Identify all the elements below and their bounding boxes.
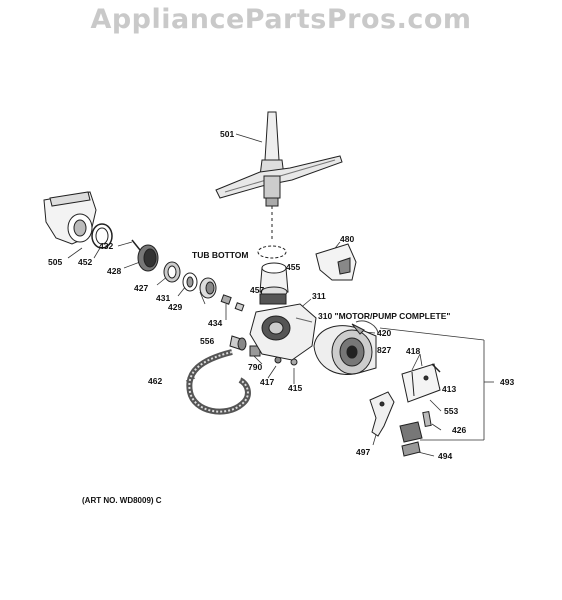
label-493: 493	[500, 377, 515, 387]
label-452: 452	[78, 257, 93, 267]
label-311: 311	[312, 291, 326, 301]
impeller-428	[131, 239, 159, 272]
label-417: 417	[260, 377, 275, 387]
clip-420	[351, 323, 365, 335]
label-310: 310 "MOTOR/PUMP COMPLETE"	[318, 311, 451, 321]
label-497: 497	[356, 447, 371, 457]
bracket-480	[315, 243, 357, 281]
label-432: 432	[99, 241, 114, 251]
bracket-418	[401, 363, 441, 403]
spray-arm-501	[215, 111, 343, 240]
switch-494	[399, 421, 423, 457]
label-427: 427	[134, 283, 149, 293]
label-429: 429	[168, 302, 183, 312]
bracket-497	[369, 391, 395, 437]
art-number-caption: (ART NO. WD8009) C	[82, 496, 162, 505]
motor-310	[313, 320, 379, 375]
label-501: 501	[220, 129, 235, 139]
pump-tower	[257, 245, 289, 305]
label-415: 415	[288, 383, 303, 393]
label-480: 480	[340, 234, 355, 244]
label-431: 431	[156, 293, 171, 303]
label-428: 428	[107, 266, 122, 276]
label-462: 462	[148, 376, 163, 386]
sump-housing-505	[43, 191, 97, 245]
watermark: AppliancePartsPros.com	[90, 4, 472, 35]
label-418: 418	[406, 346, 421, 356]
hose-462	[186, 349, 251, 415]
label-tub-bottom: TUB BOTTOM	[192, 250, 249, 260]
seal-rings	[163, 261, 217, 299]
label-457: 457	[250, 285, 265, 295]
label-455: 455	[286, 262, 301, 272]
label-494: 494	[438, 451, 453, 461]
pump-housing-311	[249, 303, 317, 361]
bolt-556	[229, 335, 247, 351]
label-426: 426	[452, 425, 467, 435]
label-505: 505	[48, 257, 63, 267]
label-827: 827	[377, 345, 392, 355]
label-413: 413	[442, 384, 457, 394]
clamp-452	[91, 223, 113, 249]
pin-426	[422, 411, 432, 427]
label-556: 556	[200, 336, 215, 346]
label-434: 434	[208, 318, 223, 328]
label-553: 553	[444, 406, 459, 416]
label-790: 790	[248, 362, 263, 372]
nut-434	[220, 294, 245, 312]
label-420: 420	[377, 328, 392, 338]
